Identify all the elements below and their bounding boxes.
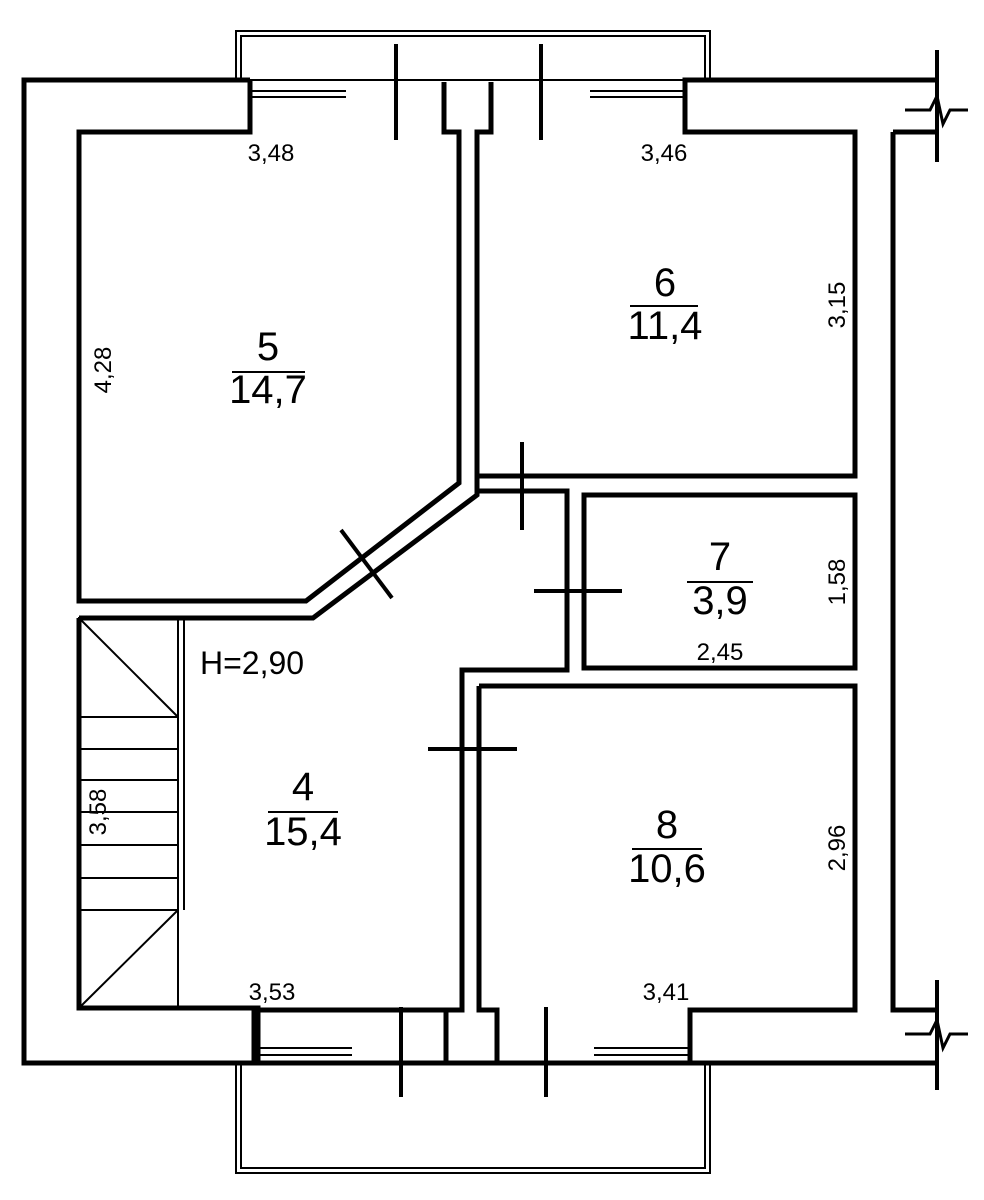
room-6-number: 6 [654, 261, 676, 305]
walls [21, 77, 937, 1066]
room-7-area: 3,9 [692, 579, 748, 623]
room-8-area: 10,6 [628, 847, 706, 891]
dim-room7-width: 2,45 [697, 639, 744, 666]
dim-room7-height: 1,58 [824, 559, 851, 606]
door-marks [339, 44, 968, 1097]
staircase [78, 617, 185, 1009]
dim-room8-height: 2,96 [824, 825, 851, 872]
stair-winder-top [78, 617, 179, 718]
balcony-bottom [235, 1062, 711, 1174]
room-7-outline [581, 492, 858, 671]
room-8-number: 8 [656, 803, 678, 847]
dim-room8-width: 3,41 [643, 979, 690, 1006]
windows-and-balconies [235, 30, 711, 1174]
dim-room6-width: 3,46 [641, 140, 688, 167]
room-4-area: 15,4 [264, 810, 342, 854]
break-zig-bottom [905, 1015, 968, 1053]
room-7-number: 7 [709, 535, 731, 579]
balcony-bottom-inner [240, 1062, 706, 1169]
room-6-right-wall [890, 132, 937, 1013]
dim-room4-width: 3,53 [249, 979, 296, 1006]
door-mark-5 [339, 528, 394, 600]
room-6-area: 11,4 [628, 304, 703, 348]
room-4-number: 4 [292, 765, 314, 809]
room-5-outline [76, 80, 462, 604]
dim-stair-length: 3,58 [85, 789, 112, 836]
balcony-top [235, 30, 711, 81]
stair-winder-bottom [78, 909, 179, 1009]
room-5-number: 5 [257, 325, 279, 369]
wall-4-5 [79, 82, 494, 621]
dim-room5-width: 3,48 [248, 140, 295, 167]
break-zig-top [905, 91, 968, 129]
room-5-area: 14,7 [229, 368, 307, 412]
room-8-outline [479, 683, 858, 1063]
room-8-left [476, 686, 500, 1063]
room-5-wall-inner [76, 618, 261, 1063]
dim-room5-height: 4,28 [90, 347, 117, 394]
room-labels: 5 14,7 6 11,4 7 3,9 4 15,4 8 10,6 H=2,90 [200, 261, 753, 891]
ceiling-height: H=2,90 [200, 645, 304, 681]
dimension-labels: 3,48 4,28 3,46 3,15 2,45 1,58 3,53 3,58 … [85, 140, 851, 1006]
balcony-top-inner [240, 35, 706, 81]
dim-room6-height: 3,15 [824, 282, 851, 329]
